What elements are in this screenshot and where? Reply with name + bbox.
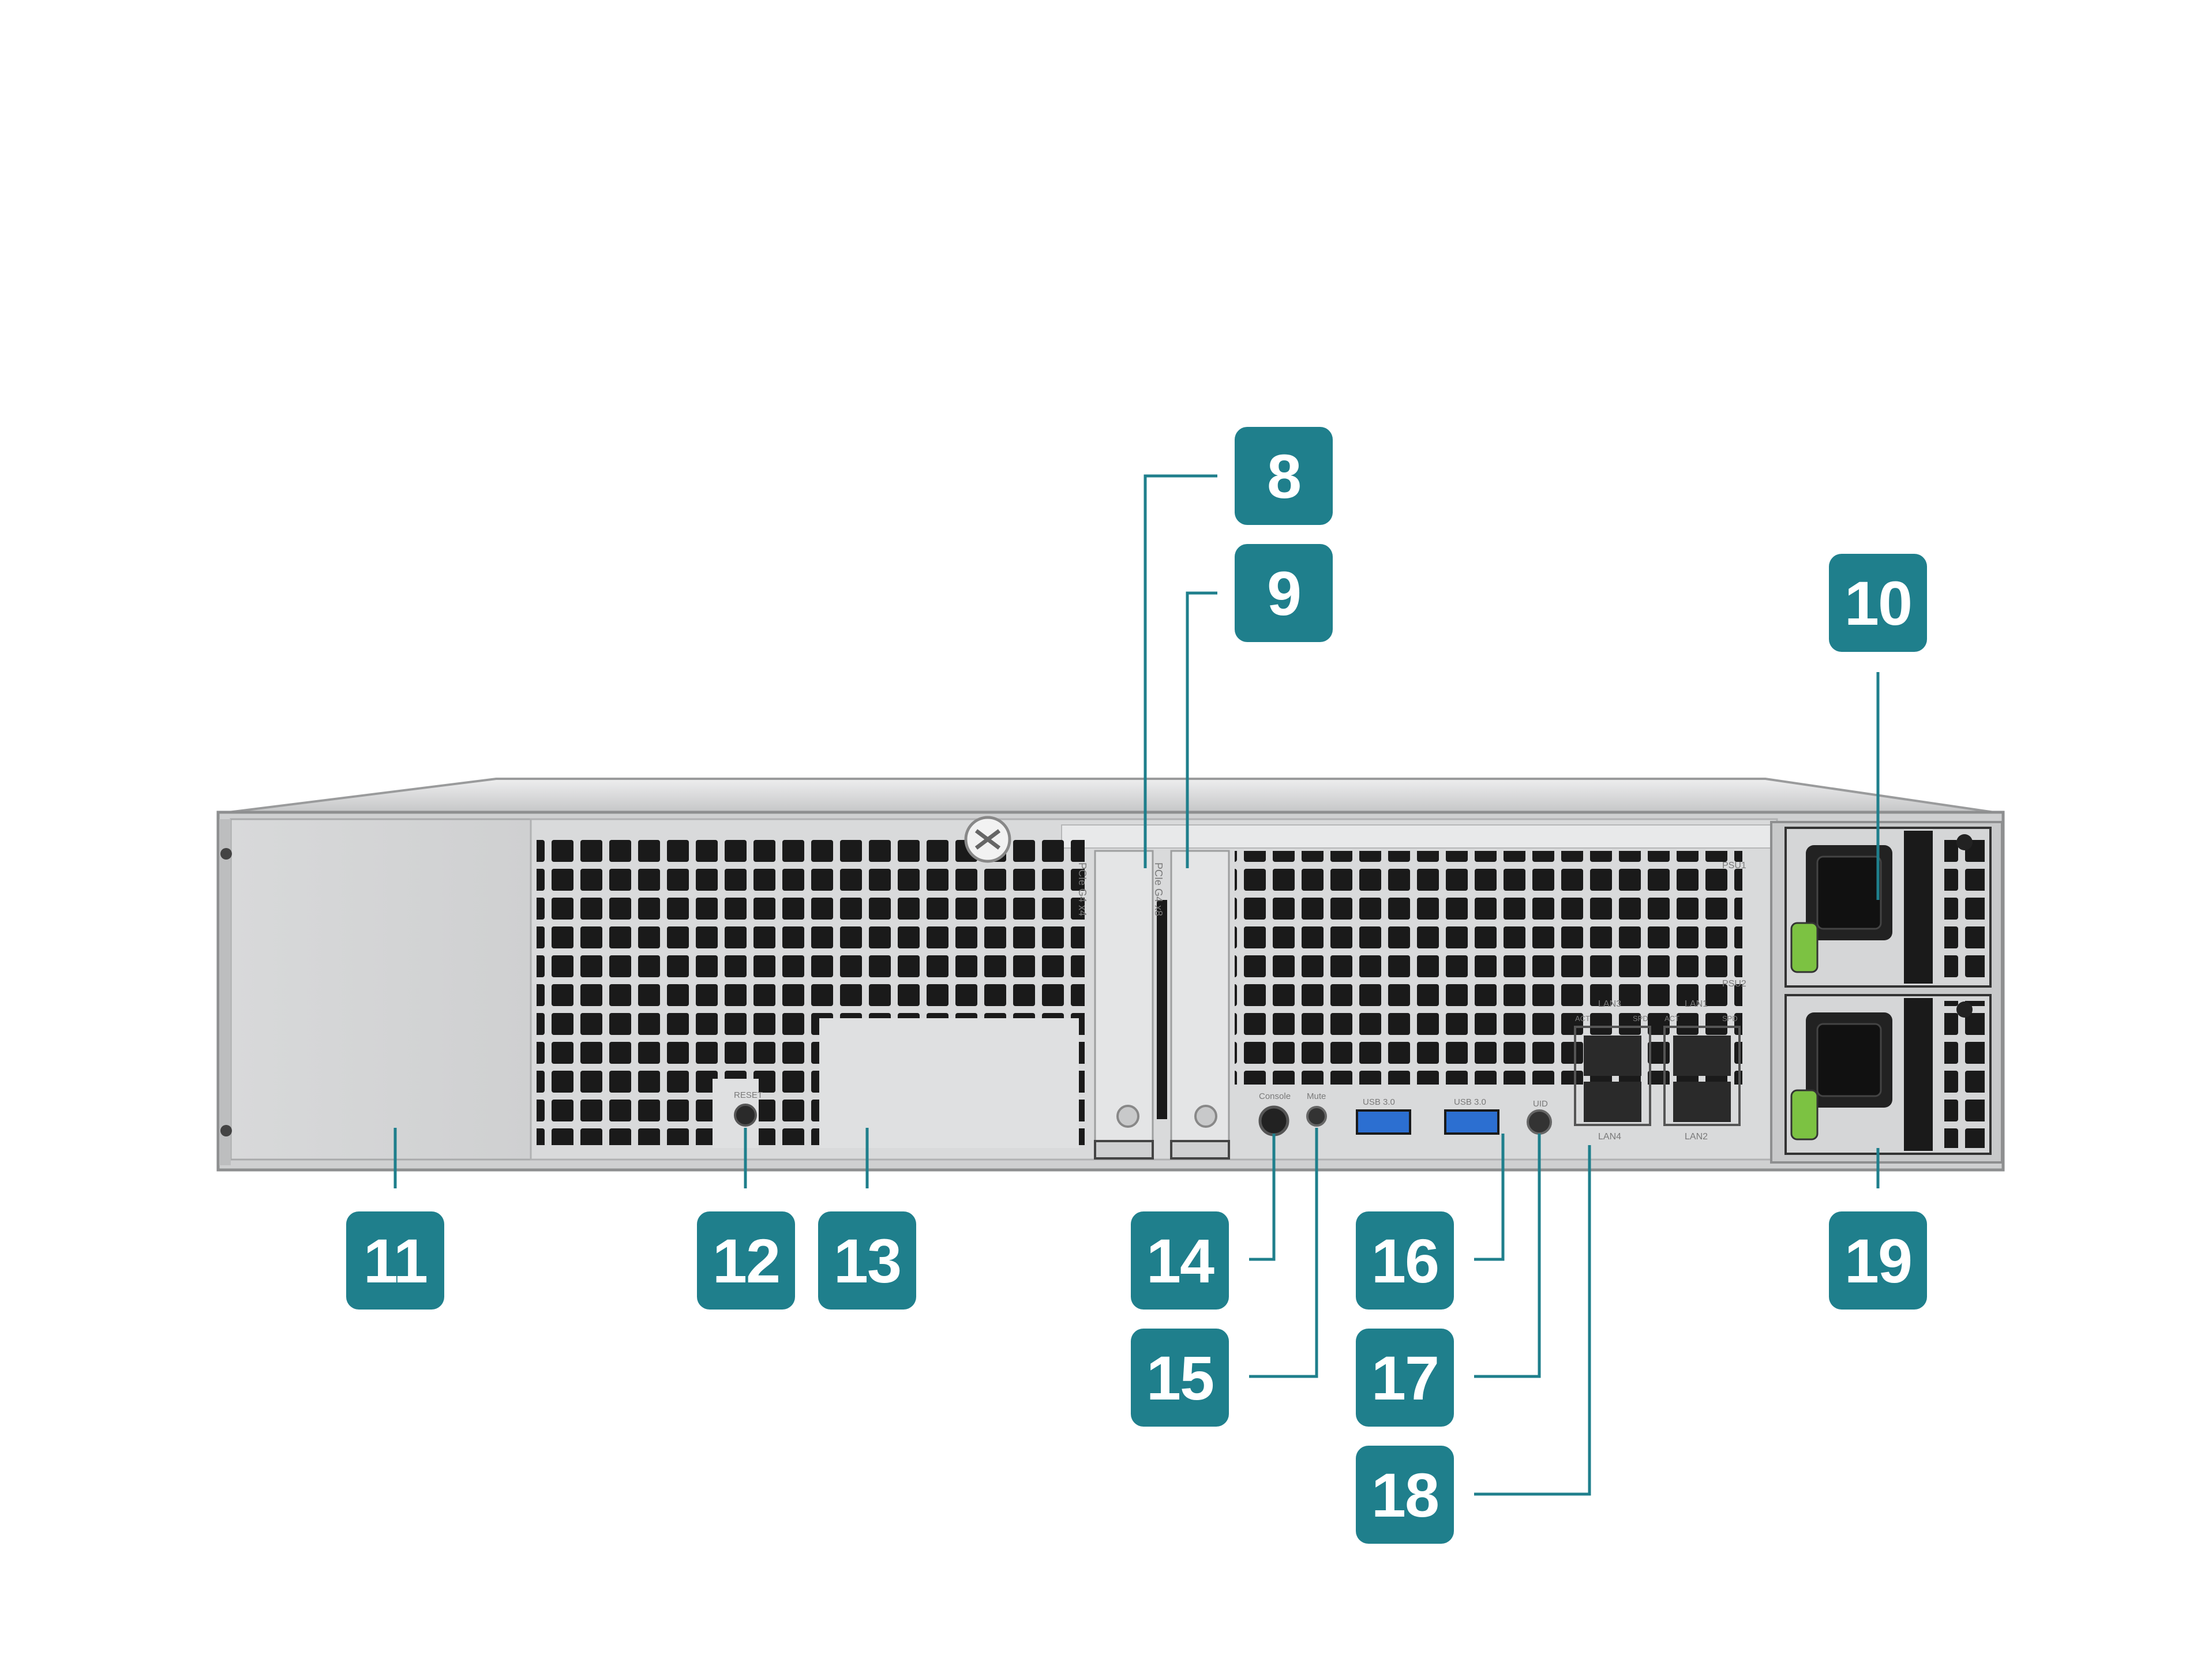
blank-panel (819, 1018, 1079, 1148)
lan-frame-left (1574, 1026, 1651, 1126)
leader-14 (1249, 1134, 1276, 1261)
svg-text:LAN1: LAN1 (1685, 999, 1708, 1009)
psu-2-grille (1944, 1001, 1985, 1148)
leader-lines (393, 474, 1880, 1496)
psu-1-latch[interactable] (1790, 922, 1819, 973)
rj45-port-icon[interactable] (1673, 1036, 1731, 1076)
svg-text:LAN3: LAN3 (1598, 999, 1621, 1009)
rail-screw-bottom (220, 1125, 232, 1136)
svg-text:PSU2: PSU2 (1722, 979, 1746, 989)
psu-1-screw (1956, 834, 1973, 850)
callout-9-label: 9 (1266, 558, 1302, 628)
svg-text:LAN2: LAN2 (1685, 1132, 1708, 1142)
svg-text:RESET: RESET (734, 1090, 763, 1100)
callout-11: 11 (346, 1211, 444, 1310)
rail-screw-top (220, 848, 232, 860)
callout-11-label: 11 (363, 1225, 428, 1296)
svg-text:Mute: Mute (1307, 1091, 1326, 1101)
callout-14-label: 14 (1146, 1225, 1214, 1296)
vent-grille-right (1235, 851, 1742, 1090)
console-port[interactable] (1258, 1105, 1289, 1136)
psu-1-grille (1944, 834, 1985, 981)
callout-8: 8 (1235, 427, 1333, 525)
usb-a-port-icon[interactable] (1356, 1109, 1411, 1135)
callout-17-label: 17 (1371, 1342, 1439, 1413)
svg-text:UID: UID (1533, 1099, 1548, 1109)
callout-10: 10 (1829, 554, 1927, 652)
callout-18-label: 18 (1371, 1460, 1439, 1530)
leader-9 (1186, 591, 1217, 868)
leader-8 (1144, 474, 1217, 868)
pcie-slot-1[interactable] (1094, 850, 1154, 1143)
leader-15 (1249, 1128, 1318, 1378)
rj45-port-icon[interactable] (1673, 1082, 1731, 1122)
top-strip (1061, 824, 1783, 849)
pcie-slot-2-vent (1157, 900, 1167, 1119)
leader-18 (1474, 1145, 1591, 1496)
svg-text:Console: Console (1259, 1091, 1291, 1101)
callout-12-label: 12 (712, 1225, 781, 1296)
callout-19-label: 19 (1844, 1225, 1913, 1296)
svg-text:SPD: SPD (1633, 1014, 1648, 1023)
svg-text:PCIe G4 x8: PCIe G4 x8 (1153, 862, 1164, 916)
callout-12: 12 (697, 1211, 795, 1310)
thumbscrew-icon-cross (974, 829, 1001, 850)
psu-2-latch[interactable] (1790, 1089, 1819, 1140)
callout-8-label: 8 (1266, 441, 1302, 511)
svg-text:ACT: ACT (1664, 1014, 1679, 1023)
psu-1-handle (1904, 831, 1933, 984)
svg-text:ACT: ACT (1575, 1014, 1590, 1023)
left-rail (219, 819, 231, 1165)
rj45-port-icon[interactable] (1584, 1082, 1641, 1122)
callout-14: 14 (1131, 1211, 1229, 1310)
psu-2-screw (1956, 1001, 1973, 1018)
callout-15-label: 15 (1146, 1342, 1214, 1413)
lan-frame-right (1663, 1026, 1741, 1126)
callout-13: 13 (818, 1211, 916, 1310)
callout-10-label: 10 (1844, 568, 1913, 638)
callout-16-label: 16 (1371, 1225, 1439, 1296)
leader-17 (1474, 1134, 1541, 1378)
callout-9: 9 (1235, 544, 1333, 642)
psu-2-handle (1904, 998, 1933, 1151)
left-panel (230, 818, 532, 1161)
callout-13-label: 13 (833, 1225, 902, 1296)
pcie-tab-1 (1094, 1140, 1154, 1160)
pcie-tab-2 (1170, 1140, 1230, 1160)
reset-button[interactable] (734, 1104, 757, 1127)
callout-19: 19 (1829, 1211, 1927, 1310)
svg-text:PSU1: PSU1 (1722, 861, 1746, 871)
leader-16 (1474, 1134, 1505, 1261)
uid-button[interactable] (1527, 1109, 1552, 1135)
pcie-slot-1-screw (1116, 1105, 1139, 1128)
svg-text:USB 3.0: USB 3.0 (1454, 1097, 1486, 1107)
callout-17: 17 (1356, 1329, 1454, 1427)
rj45-port-icon[interactable] (1584, 1036, 1641, 1076)
callout-15: 15 (1131, 1329, 1229, 1427)
pcie-slot-2[interactable] (1170, 850, 1230, 1143)
iec-c14-inlet-icon-face (1816, 856, 1882, 930)
callout-18: 18 (1356, 1446, 1454, 1544)
svg-text:SPD: SPD (1722, 1014, 1738, 1023)
pcie-slot-2-screw (1194, 1105, 1217, 1128)
svg-text:LAN4: LAN4 (1598, 1132, 1621, 1142)
svg-text:USB 3.0: USB 3.0 (1363, 1097, 1395, 1107)
iec-c14-inlet-icon-face (1816, 1023, 1882, 1097)
callout-16: 16 (1356, 1211, 1454, 1310)
mute-button[interactable] (1306, 1106, 1327, 1127)
usb-a-port-icon[interactable] (1444, 1109, 1499, 1135)
svg-text:PCIe G4 x4: PCIe G4 x4 (1077, 862, 1088, 916)
chassis-top (219, 778, 2003, 815)
